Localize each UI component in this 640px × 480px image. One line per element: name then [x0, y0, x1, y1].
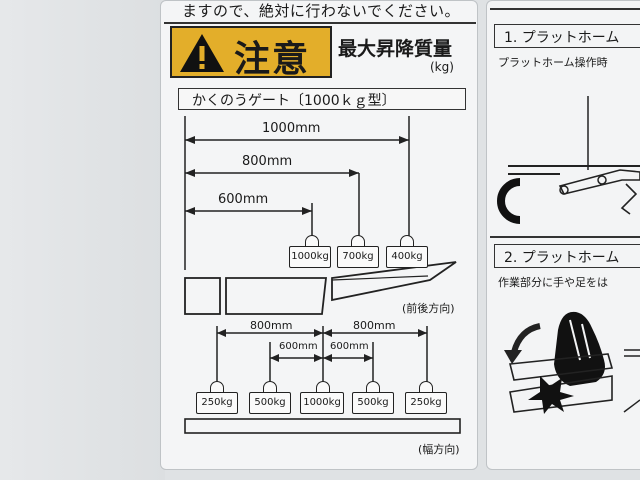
width-diagram — [184, 326, 461, 434]
top-notice: ますので、絶対に行わないでください。 — [182, 2, 460, 20]
max-lift-unit: (kg) — [430, 60, 454, 74]
front-back-diagram — [184, 116, 457, 315]
weight-400kg: 400kg — [386, 246, 428, 268]
hand-pinch-warning-illustration — [504, 311, 640, 414]
model-label: かくのうゲート〔1000ｋｇ型〕 — [192, 93, 396, 109]
notice-divider — [164, 22, 476, 24]
max-lift-heading: 最大昇降質量 — [338, 38, 453, 60]
weight-handle — [210, 381, 224, 393]
weight-handle — [263, 381, 277, 393]
width-dim-800mm-right: 800mm — [353, 319, 396, 332]
section2-title: 2. プラットホーム — [504, 250, 620, 266]
section1-title: 1. プラットホーム — [504, 30, 620, 46]
width-weight-500kg-left: 500kg — [249, 392, 291, 414]
weight-handle — [400, 235, 414, 247]
width-dim-800mm-left: 800mm — [250, 319, 293, 332]
section1-text: プラットホーム操作時 — [498, 56, 608, 69]
dim-1000mm: 1000mm — [262, 121, 321, 136]
section2-text: 作業部分に手や足をは — [498, 276, 608, 289]
background-wall — [0, 0, 165, 480]
platform-side-illustration — [497, 96, 640, 224]
width-dim-600mm-right: 600mm — [330, 341, 369, 352]
weight-1000kg: 1000kg — [289, 246, 331, 268]
warning-triangle-icon — [180, 34, 224, 72]
right-top-divider — [490, 8, 640, 10]
weight-handle — [419, 381, 433, 393]
width-direction: (幅方向) — [418, 443, 460, 456]
width-weight-250kg-right: 250kg — [405, 392, 447, 414]
warning-banner: 注意 — [170, 26, 332, 80]
weight-handle — [366, 381, 380, 393]
weight-handle — [316, 381, 330, 393]
section2-title-box — [494, 244, 640, 268]
width-weight-500kg-right: 500kg — [352, 392, 394, 414]
model-label-box — [178, 88, 466, 110]
section1-title-box — [494, 24, 640, 48]
width-dim-600mm-left: 600mm — [279, 341, 318, 352]
weight-700kg: 700kg — [337, 246, 379, 268]
dim-800mm: 800mm — [242, 154, 293, 169]
warning-word: 注意 — [234, 39, 311, 80]
width-weight-1000kg: 1000kg — [300, 392, 344, 414]
weight-handle — [351, 235, 365, 247]
width-weight-250kg-left: 250kg — [196, 392, 238, 414]
weight-handle — [305, 235, 319, 247]
right-mid-divider — [490, 236, 640, 238]
front-back-direction: (前後方向) — [402, 302, 455, 315]
dim-600mm: 600mm — [218, 192, 269, 207]
